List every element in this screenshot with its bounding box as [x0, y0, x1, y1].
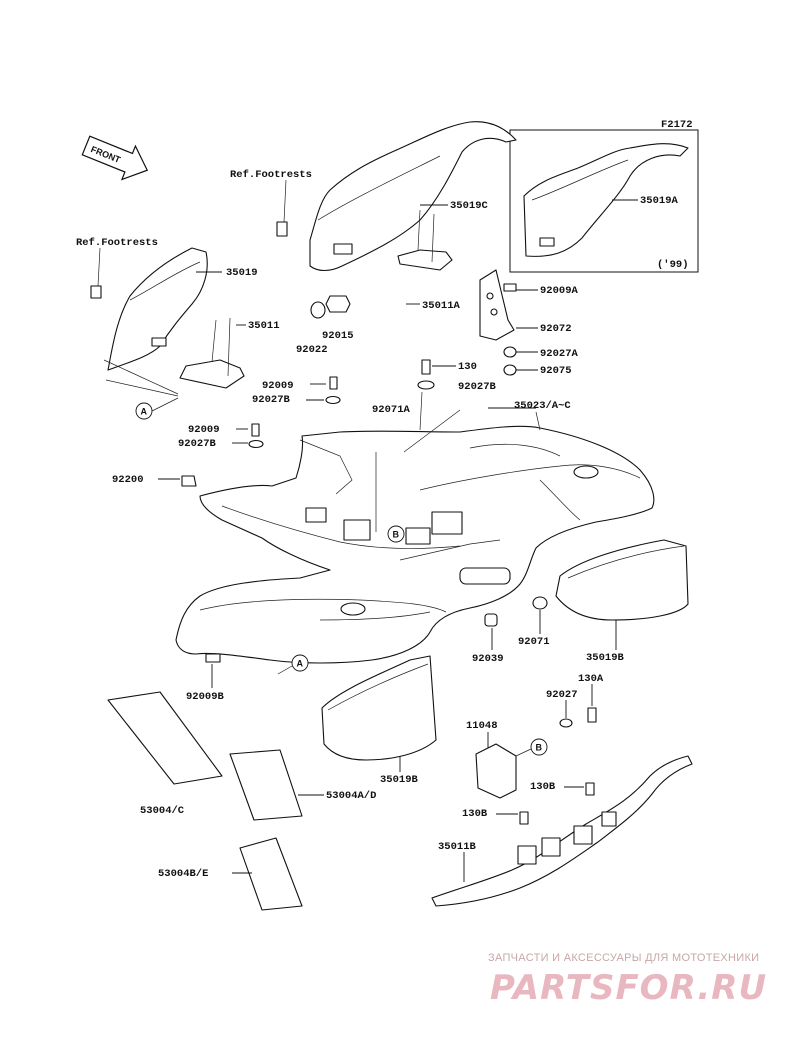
label-35023: 35023/A~C: [514, 400, 571, 412]
label-130B-a: 130B: [530, 781, 556, 793]
part-35019B-flap-right: [555, 539, 689, 621]
label-53004A: 53004A/D: [326, 790, 376, 802]
label-92009B: 92009B: [186, 691, 225, 703]
bolt-icon: [90, 285, 102, 299]
label-92009-a: 92009: [262, 380, 294, 392]
clip-icon: [181, 475, 197, 487]
label-92200: 92200: [112, 474, 144, 486]
label-35011: 35011: [248, 320, 280, 332]
label-92027B-a: 92027B: [458, 381, 497, 393]
label-35019A: 35019A: [640, 195, 679, 207]
decal-53004-b: [239, 837, 303, 911]
label-92027A: 92027A: [540, 348, 579, 360]
label-92075: 92075: [540, 365, 572, 377]
label-130B-b: 130B: [462, 808, 488, 820]
front-arrow-icon: FRONT: [81, 135, 149, 181]
label-35019: 35019: [226, 267, 258, 279]
label-35011A: 35011A: [422, 300, 461, 312]
decal-53004-c: [107, 691, 223, 785]
label-92015: 92015: [322, 330, 354, 342]
watermark-logo: PARTSFOR.RU: [490, 968, 767, 1008]
part-35019-fender: [107, 247, 208, 371]
washer-icon: [310, 301, 326, 319]
label-92009-b: 92009: [188, 424, 220, 436]
callout-b-lower: [530, 738, 548, 756]
part-35019C-fender: [309, 121, 517, 272]
label-92027B-c: 92027B: [178, 438, 217, 450]
svg-text:A: A: [141, 407, 148, 417]
label-35011B: 35011B: [438, 841, 477, 853]
label-11048: 11048: [466, 720, 498, 732]
label-92027B-b: 92027B: [252, 394, 291, 406]
callout-a-center: [291, 654, 309, 672]
part-35019A-fender: [523, 143, 689, 257]
watermark-tagline: ЗАПЧАСТИ И АКСЕССУАРЫ ДЛЯ МОТОТЕХНИКИ: [488, 952, 759, 964]
ref-footrests-upper: Ref.Footrests: [230, 169, 312, 181]
label-53004C: 53004/C: [140, 805, 185, 817]
label-92072: 92072: [540, 323, 572, 335]
label-92071A: 92071A: [372, 404, 411, 416]
label-92022: 92022: [296, 344, 328, 356]
grommet-icon: [532, 596, 548, 610]
pin-icon: [484, 613, 498, 627]
label-92071: 92071: [518, 636, 550, 648]
variant-inset: F2172 ('99) 35019A: [509, 119, 699, 273]
variant-year: ('99): [657, 259, 689, 271]
svg-text:B: B: [393, 530, 400, 540]
label-53004B: 53004B/E: [158, 868, 208, 880]
label-35019B-b: 35019B: [380, 774, 419, 786]
nut-icon: [325, 295, 351, 313]
svg-text:A: A: [297, 659, 304, 669]
variant-code: F2172: [661, 119, 693, 131]
label-130: 130: [458, 361, 477, 373]
decal-53004-a: [229, 749, 303, 821]
part-11048-bracket: [475, 743, 517, 799]
part-35011B-bar: [431, 755, 693, 907]
svg-text:B: B: [536, 743, 543, 753]
callout-b-center: [387, 525, 405, 543]
part-35023-rear-body: [175, 425, 655, 664]
ref-footrests-left: Ref.Footrests: [76, 237, 158, 249]
part-35019B-flap-left: [321, 655, 437, 761]
label-92027: 92027: [546, 689, 578, 701]
label-35019B-a: 35019B: [586, 652, 625, 664]
bolt-icon: [276, 221, 288, 237]
part-92072-bracket: [479, 269, 515, 341]
label-92039: 92039: [472, 653, 504, 665]
label-130A: 130A: [578, 673, 604, 685]
label-35019C: 35019C: [450, 200, 489, 212]
label-92009A: 92009A: [540, 285, 579, 297]
watermark: ЗАПЧАСТИ И АКСЕССУАРЫ ДЛЯ МОТОТЕХНИКИ PA…: [488, 952, 767, 1008]
